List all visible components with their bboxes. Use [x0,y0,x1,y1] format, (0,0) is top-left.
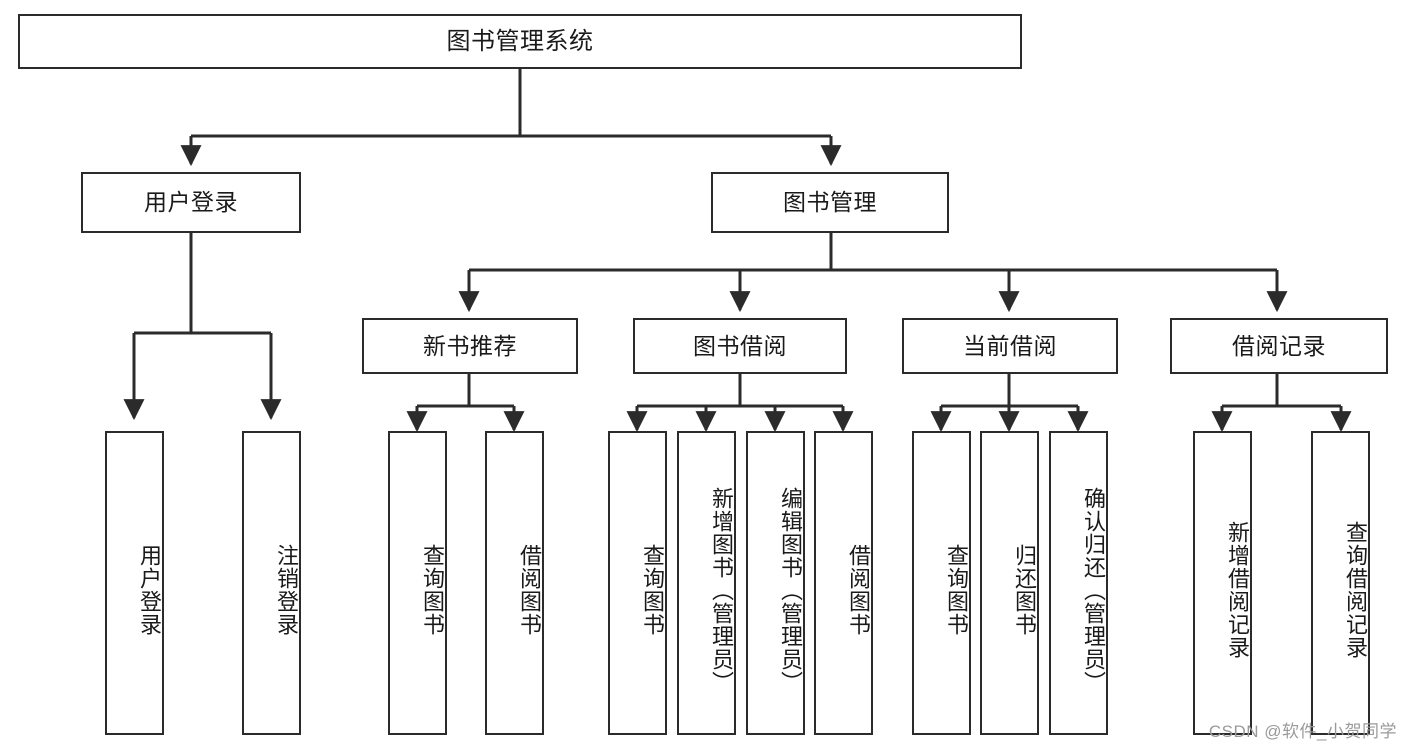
leaf-borrow-book-newbook[interactable]: 借阅图书 [485,431,544,735]
node-user-login[interactable]: 用户登录 [81,172,301,233]
leaf-query-borrow-record[interactable]: 查询借阅记录 [1311,431,1370,735]
leaf-edit-book-admin[interactable]: 编辑图书（管理员） [746,431,805,735]
node-current-borrow[interactable]: 当前借阅 [902,318,1118,374]
leaf-user-login[interactable]: 用户登录 [105,431,164,735]
leaf-add-book-admin[interactable]: 新增图书（管理员） [677,431,736,735]
node-book-management[interactable]: 图书管理 [711,172,949,233]
leaf-confirm-return-admin[interactable]: 确认归还（管理员） [1049,431,1108,735]
leaf-add-borrow-record[interactable]: 新增借阅记录 [1193,431,1252,735]
leaf-query-book-newbook[interactable]: 查询图书 [388,431,447,735]
leaf-logout[interactable]: 注销登录 [242,431,301,735]
leaf-return-book[interactable]: 归还图书 [980,431,1039,735]
leaf-query-book-current[interactable]: 查询图书 [912,431,971,735]
leaf-borrow-book[interactable]: 借阅图书 [814,431,873,735]
watermark-text: CSDN @软件_小贺同学 [1208,722,1397,741]
node-new-book-recommend[interactable]: 新书推荐 [362,318,578,374]
node-root-system[interactable]: 图书管理系统 [18,14,1022,69]
node-book-borrow[interactable]: 图书借阅 [633,318,847,374]
node-borrow-record[interactable]: 借阅记录 [1170,318,1388,374]
leaf-query-book-borrow[interactable]: 查询图书 [608,431,667,735]
